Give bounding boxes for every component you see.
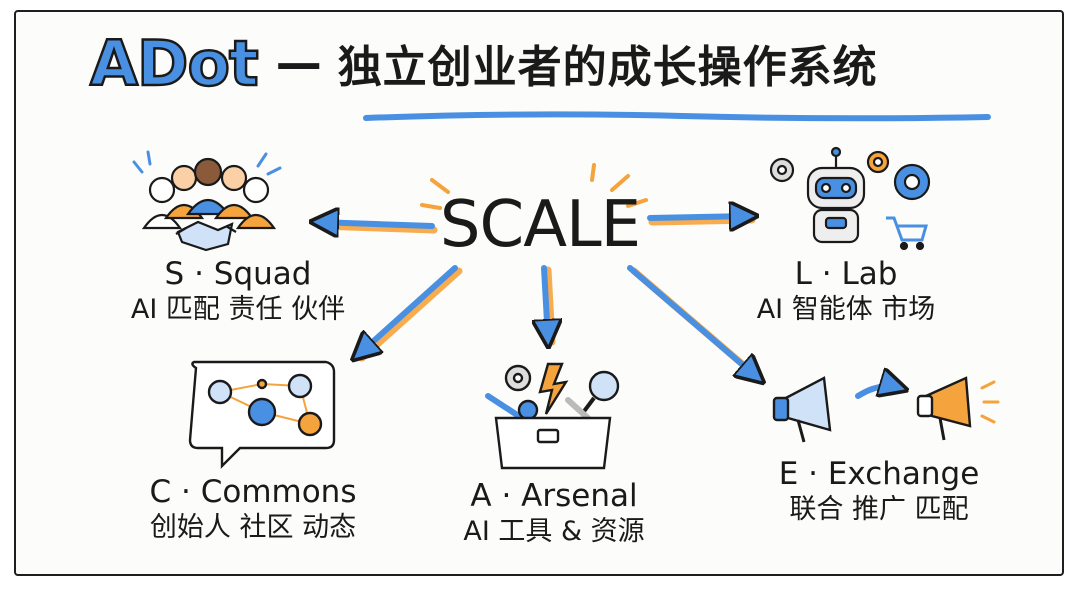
arrow-to-exchange xyxy=(627,265,762,381)
title-separator: — xyxy=(275,36,322,90)
team-handshake-icon xyxy=(132,150,282,252)
diagram-frame xyxy=(14,10,1064,576)
module-squad: S · Squad AI 匹配 责任 伙伴 xyxy=(128,256,348,328)
scale-spark-icon xyxy=(420,163,648,210)
module-arsenal-title: A · Arsenal xyxy=(470,478,638,514)
module-commons-desc: 创始人 社区 动态 xyxy=(149,512,357,543)
brand-logo: ADot xyxy=(89,25,260,101)
module-lab-title: L · Lab xyxy=(794,256,898,292)
module-lab: L · Lab AI 智能体 市场 xyxy=(746,256,946,328)
robot-gears-icon xyxy=(769,146,931,251)
arrow-to-lab xyxy=(647,216,752,222)
module-squad-title: S · Squad xyxy=(164,256,312,292)
title-underline xyxy=(363,111,991,122)
module-arsenal-desc: AI 工具 & 资源 xyxy=(463,516,645,547)
arrow-to-arsenal xyxy=(544,265,552,342)
community-network-icon xyxy=(188,360,336,469)
module-commons: C · Commons 创始人 社区 动态 xyxy=(138,474,368,546)
module-arsenal: A · Arsenal AI 工具 & 资源 xyxy=(444,478,664,550)
toolbox-icon xyxy=(485,362,620,470)
megaphones-icon xyxy=(772,378,1000,443)
module-exchange-title: E · Exchange xyxy=(778,456,980,492)
arrow-to-commons xyxy=(358,265,463,358)
module-exchange-desc: 联合 推广 匹配 xyxy=(789,494,969,525)
module-commons-title: C · Commons xyxy=(149,474,357,510)
page-subtitle: 独立创业者的成长操作系统 xyxy=(337,42,878,93)
module-exchange: E · Exchange 联合 推广 匹配 xyxy=(764,456,994,528)
header-title: ADot — 独立创业者的成长操作系统 xyxy=(89,25,878,101)
arrow-to-squad xyxy=(318,222,438,230)
center-scale-word: SCALE xyxy=(439,188,641,262)
module-squad-desc: AI 匹配 责任 伙伴 xyxy=(130,294,346,325)
module-lab-desc: AI 智能体 市场 xyxy=(756,294,936,325)
